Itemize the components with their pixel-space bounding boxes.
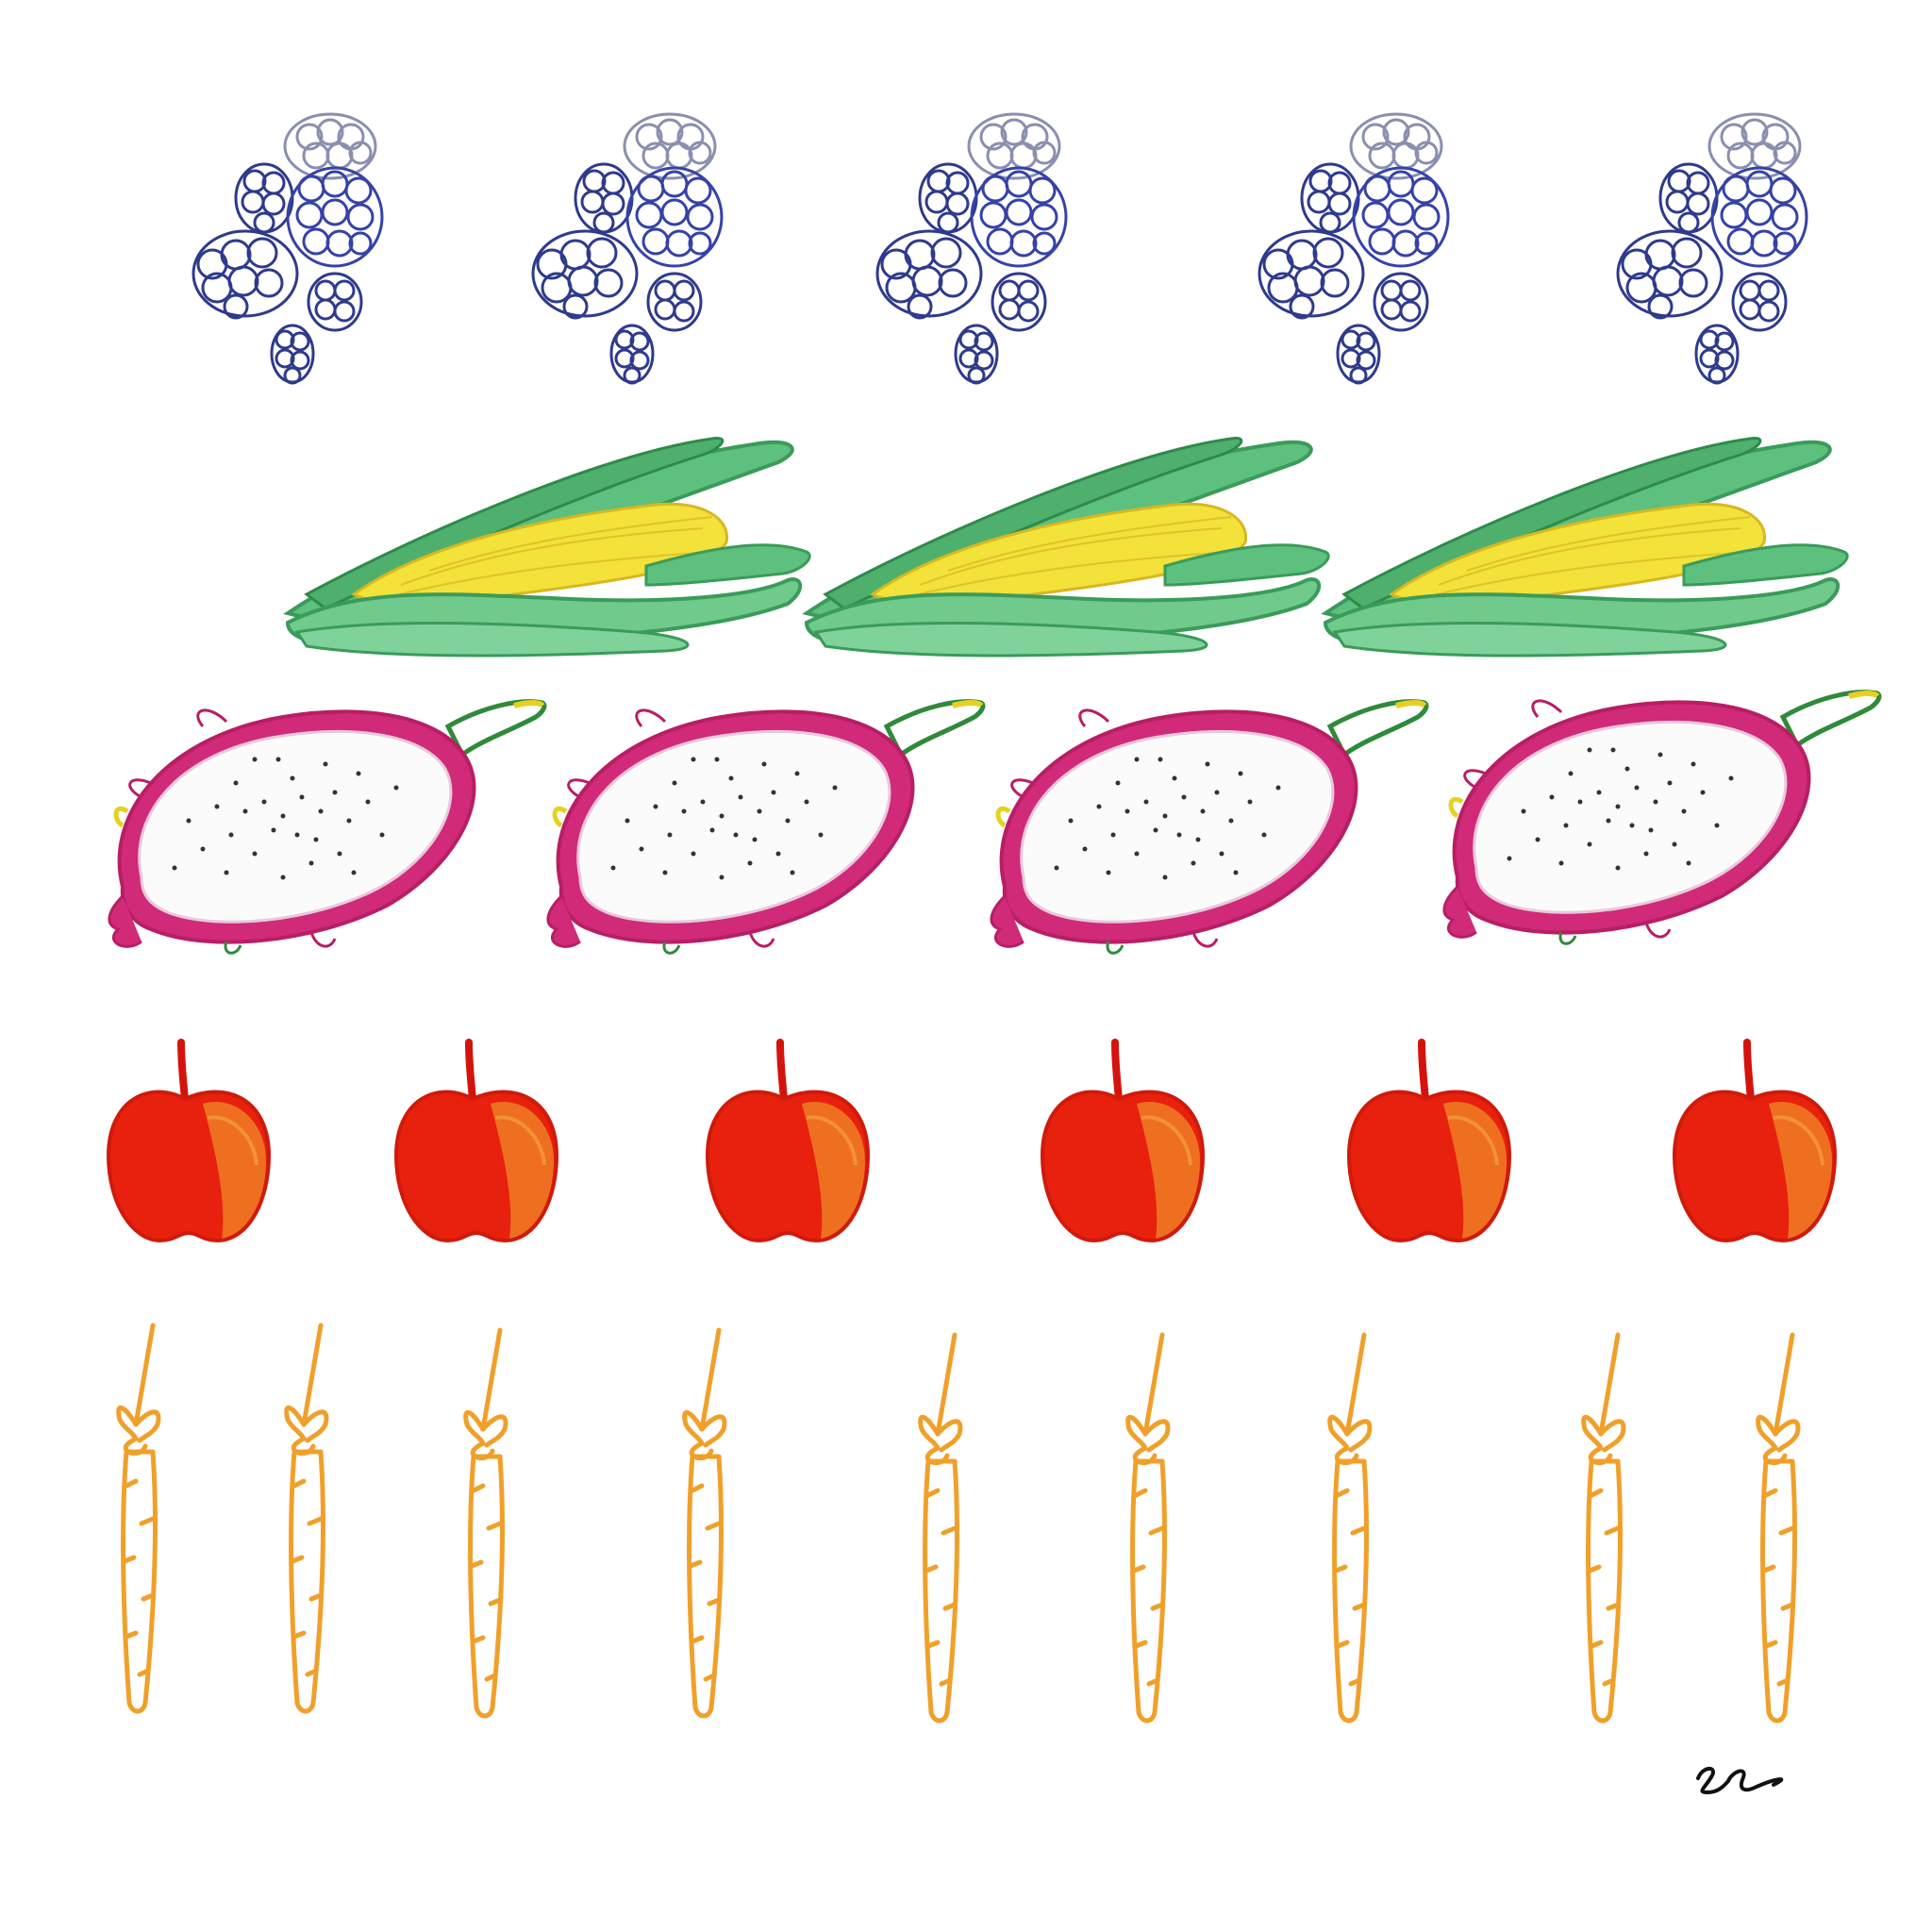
blackberry-cluster xyxy=(1257,112,1450,385)
corn-cob xyxy=(805,436,1331,658)
apple xyxy=(396,1042,557,1241)
blackberry-cluster xyxy=(875,112,1068,385)
apple xyxy=(108,1042,269,1241)
carrot xyxy=(685,1330,724,1716)
blackberry-cluster xyxy=(1616,112,1808,385)
row-blackberries xyxy=(192,112,1808,385)
carrot xyxy=(1330,1335,1370,1721)
carrot xyxy=(466,1330,506,1716)
carrot xyxy=(119,1325,158,1711)
dragon-fruit xyxy=(991,702,1426,954)
row-carrots xyxy=(119,1325,1798,1721)
corn-cob xyxy=(286,436,812,658)
dragon-fruit xyxy=(548,702,983,954)
carrot xyxy=(921,1335,960,1721)
blackberry-cluster xyxy=(531,112,724,385)
dragon-fruit xyxy=(1444,692,1879,944)
apple xyxy=(1674,1042,1835,1241)
apple xyxy=(1042,1042,1203,1241)
carrot xyxy=(1584,1335,1624,1721)
corn-cob xyxy=(1324,436,1850,658)
carrot xyxy=(287,1325,326,1711)
dragon-fruit xyxy=(109,702,544,954)
row-dragon-fruit xyxy=(109,692,1879,954)
carrot xyxy=(1128,1335,1168,1721)
carrot xyxy=(1758,1335,1798,1721)
apple xyxy=(1349,1042,1509,1241)
row-corn xyxy=(286,436,1850,658)
blackberry-cluster xyxy=(192,112,384,385)
apple xyxy=(708,1042,868,1241)
row-apples xyxy=(108,1042,1835,1241)
artist-signature xyxy=(1696,1766,1784,1795)
